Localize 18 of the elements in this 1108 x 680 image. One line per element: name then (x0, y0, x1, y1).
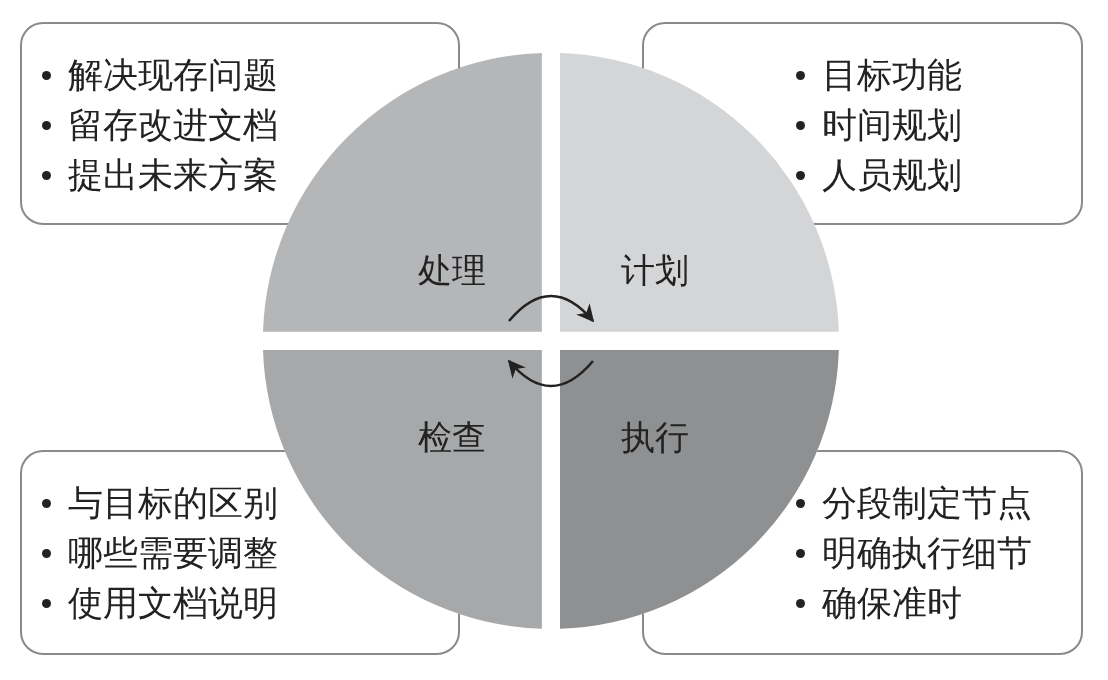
list-item: 人员规划 (822, 155, 962, 195)
curved-arrow (507, 359, 594, 388)
list-item: 确保准时 (822, 583, 962, 623)
list-item: 分段制定节点 (822, 483, 1032, 523)
list-item: 时间规划 (822, 105, 962, 145)
quadrant-label: 处理 (418, 250, 486, 290)
curved-arrow (508, 294, 595, 323)
list-item: 与目标的区别 (68, 483, 278, 523)
quadrant-label: 检查 (418, 417, 486, 457)
list-item: 明确执行细节 (822, 533, 1032, 573)
list-item: 解决现存问题 (68, 55, 278, 95)
quadrant-label: 计划 (621, 250, 689, 290)
list-item: 留存改进文档 (68, 105, 278, 145)
list-item: 目标功能 (822, 55, 962, 95)
list-item: 使用文档说明 (68, 583, 278, 623)
list-item: 提出未来方案 (68, 155, 278, 195)
list-item: 哪些需要调整 (68, 533, 278, 573)
quadrant-label: 执行 (621, 417, 689, 457)
